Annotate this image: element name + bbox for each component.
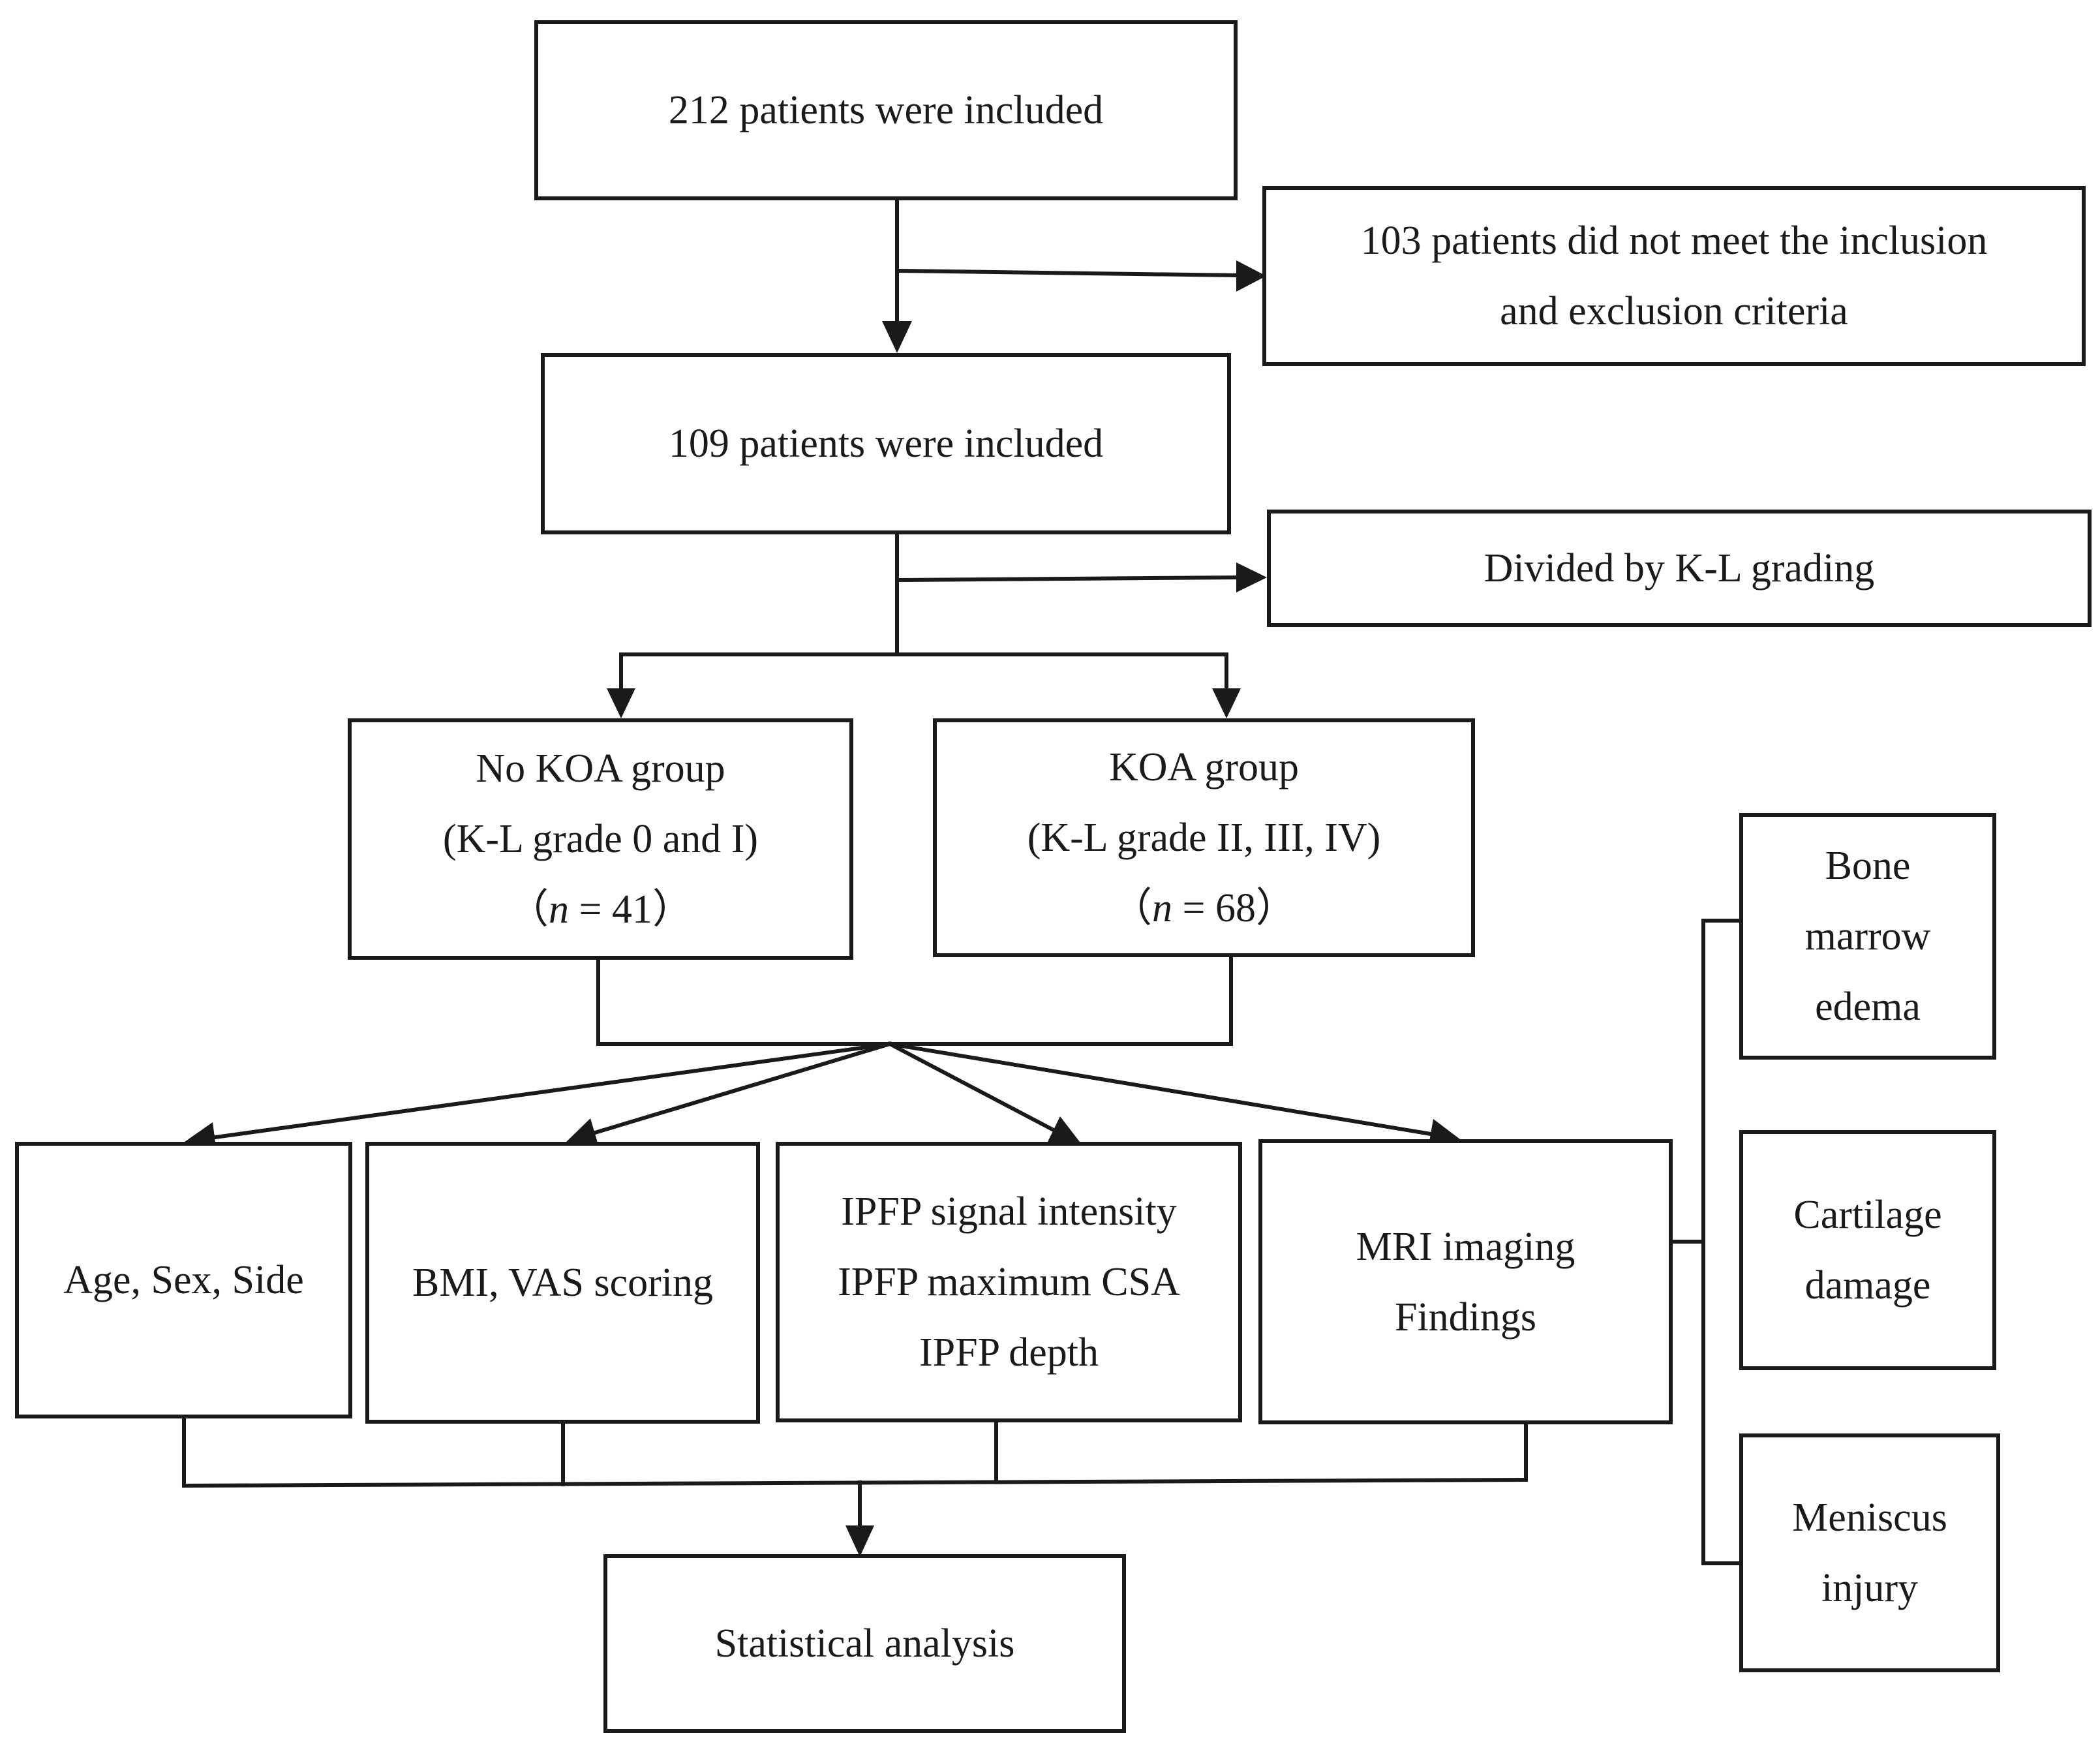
arrowhead-screened-to-included — [882, 321, 912, 353]
meniscus-line-2: injury — [1821, 1566, 1919, 1610]
ipfp-signal-intensity: IPFP signal intensity — [841, 1189, 1177, 1234]
cartilage-line-2: damage — [1804, 1263, 1931, 1308]
collect-horizontal — [181, 1477, 1529, 1488]
ipfp-measures-box: IPFP signal intensity IPFP maximum CSA I… — [776, 1142, 1242, 1422]
koa-n-close: ） — [1255, 886, 1296, 930]
koa-n-eq: = — [1172, 886, 1215, 930]
koa-title: KOA group — [1108, 745, 1300, 789]
clinical-box: BMI, VAS scoring — [365, 1142, 760, 1424]
arrow-to-clinical — [592, 1041, 892, 1135]
excluded-box: 103 patients did not meet the inclusion … — [1262, 186, 2086, 366]
koa-n-open: （ — [1112, 886, 1153, 930]
included-text: 109 patients were included — [668, 421, 1104, 466]
demographics-box: Age, Sex, Side — [15, 1142, 352, 1418]
mri-findings-box: MRI imaging Findings — [1258, 1139, 1673, 1424]
ipfp-maximum-csa: IPFP maximum CSA — [838, 1260, 1180, 1304]
arrow-to-ipfp — [887, 1041, 1057, 1133]
no-koa-n-value: 41 — [611, 887, 652, 932]
demographics-text: Age, Sex, Side — [63, 1258, 304, 1302]
meniscus-injury-box: Meniscus injury — [1739, 1433, 2000, 1672]
koa-group-box: KOA group (K-L grade II, III, IV) （n = 6… — [933, 718, 1475, 957]
arrowhead-to-statistics — [845, 1525, 874, 1557]
mri-text-line-1: MRI imaging — [1356, 1224, 1575, 1269]
no-koa-n-eq: = — [569, 887, 612, 932]
arrowhead-to-koa — [1212, 688, 1241, 718]
no-koa-group-box: No KOA group (K-L grade 0 and I) （n = 41… — [348, 718, 853, 960]
no-koa-grades: (K-L grade 0 and I) — [442, 817, 759, 861]
arrowhead-to-division — [1236, 562, 1267, 592]
koa-n-value: 68 — [1215, 886, 1256, 930]
no-koa-sample-size: （n = 41） — [508, 874, 693, 945]
no-koa-n-open: （ — [508, 887, 549, 932]
mri-text-line-2: Findings — [1394, 1294, 1537, 1340]
excluded-text-line-2: and exclusion criteria — [1500, 289, 1848, 333]
arrowhead-to-excluded — [1236, 260, 1266, 292]
cartilage-damage-box: Cartilage damage — [1739, 1130, 1996, 1370]
arrowhead-to-ipfp — [1047, 1116, 1080, 1143]
excluded-text-line-1: 103 patients did not meet the inclusion — [1360, 219, 1988, 263]
arrow-to-demographics — [213, 1041, 892, 1140]
no-koa-n-symbol: n — [549, 887, 570, 932]
bone-marrow-line-1: Bone — [1825, 844, 1911, 888]
koa-n-symbol: n — [1152, 886, 1173, 930]
statistical-analysis-box: Statistical analysis — [603, 1554, 1126, 1733]
screened-box: 212 patients were included — [534, 20, 1238, 200]
koa-grades: (K-L grade II, III, IV) — [1027, 816, 1381, 860]
arrowhead-to-no-koa — [607, 688, 635, 718]
koa-sample-size: （n = 68） — [1112, 873, 1296, 943]
bone-marrow-edema-box: Bone marrow edema — [1739, 813, 1996, 1060]
ipfp-depth: IPFP depth — [919, 1330, 1099, 1375]
bone-marrow-line-2: marrow — [1804, 914, 1931, 958]
no-koa-title: No KOA group — [476, 746, 725, 791]
meniscus-line-1: Meniscus — [1792, 1495, 1947, 1540]
screened-text: 212 patients were included — [668, 88, 1104, 132]
arrow-to-excluded — [894, 268, 1239, 278]
bone-marrow-line-3: edema — [1815, 985, 1921, 1029]
no-koa-n-close: ） — [652, 887, 693, 932]
clinical-text: BMI, VAS scoring — [412, 1261, 714, 1305]
arrow-to-mri — [887, 1041, 1433, 1137]
division-box: Divided by K-L grading — [1267, 510, 2092, 627]
arrowhead-to-clinical — [566, 1118, 599, 1147]
arrow-to-division — [894, 575, 1239, 583]
included-box: 109 patients were included — [541, 353, 1231, 534]
division-text: Divided by K-L grading — [1484, 546, 1875, 590]
cartilage-line-1: Cartilage — [1793, 1193, 1942, 1237]
statistics-text: Statistical analysis — [714, 1621, 1015, 1666]
